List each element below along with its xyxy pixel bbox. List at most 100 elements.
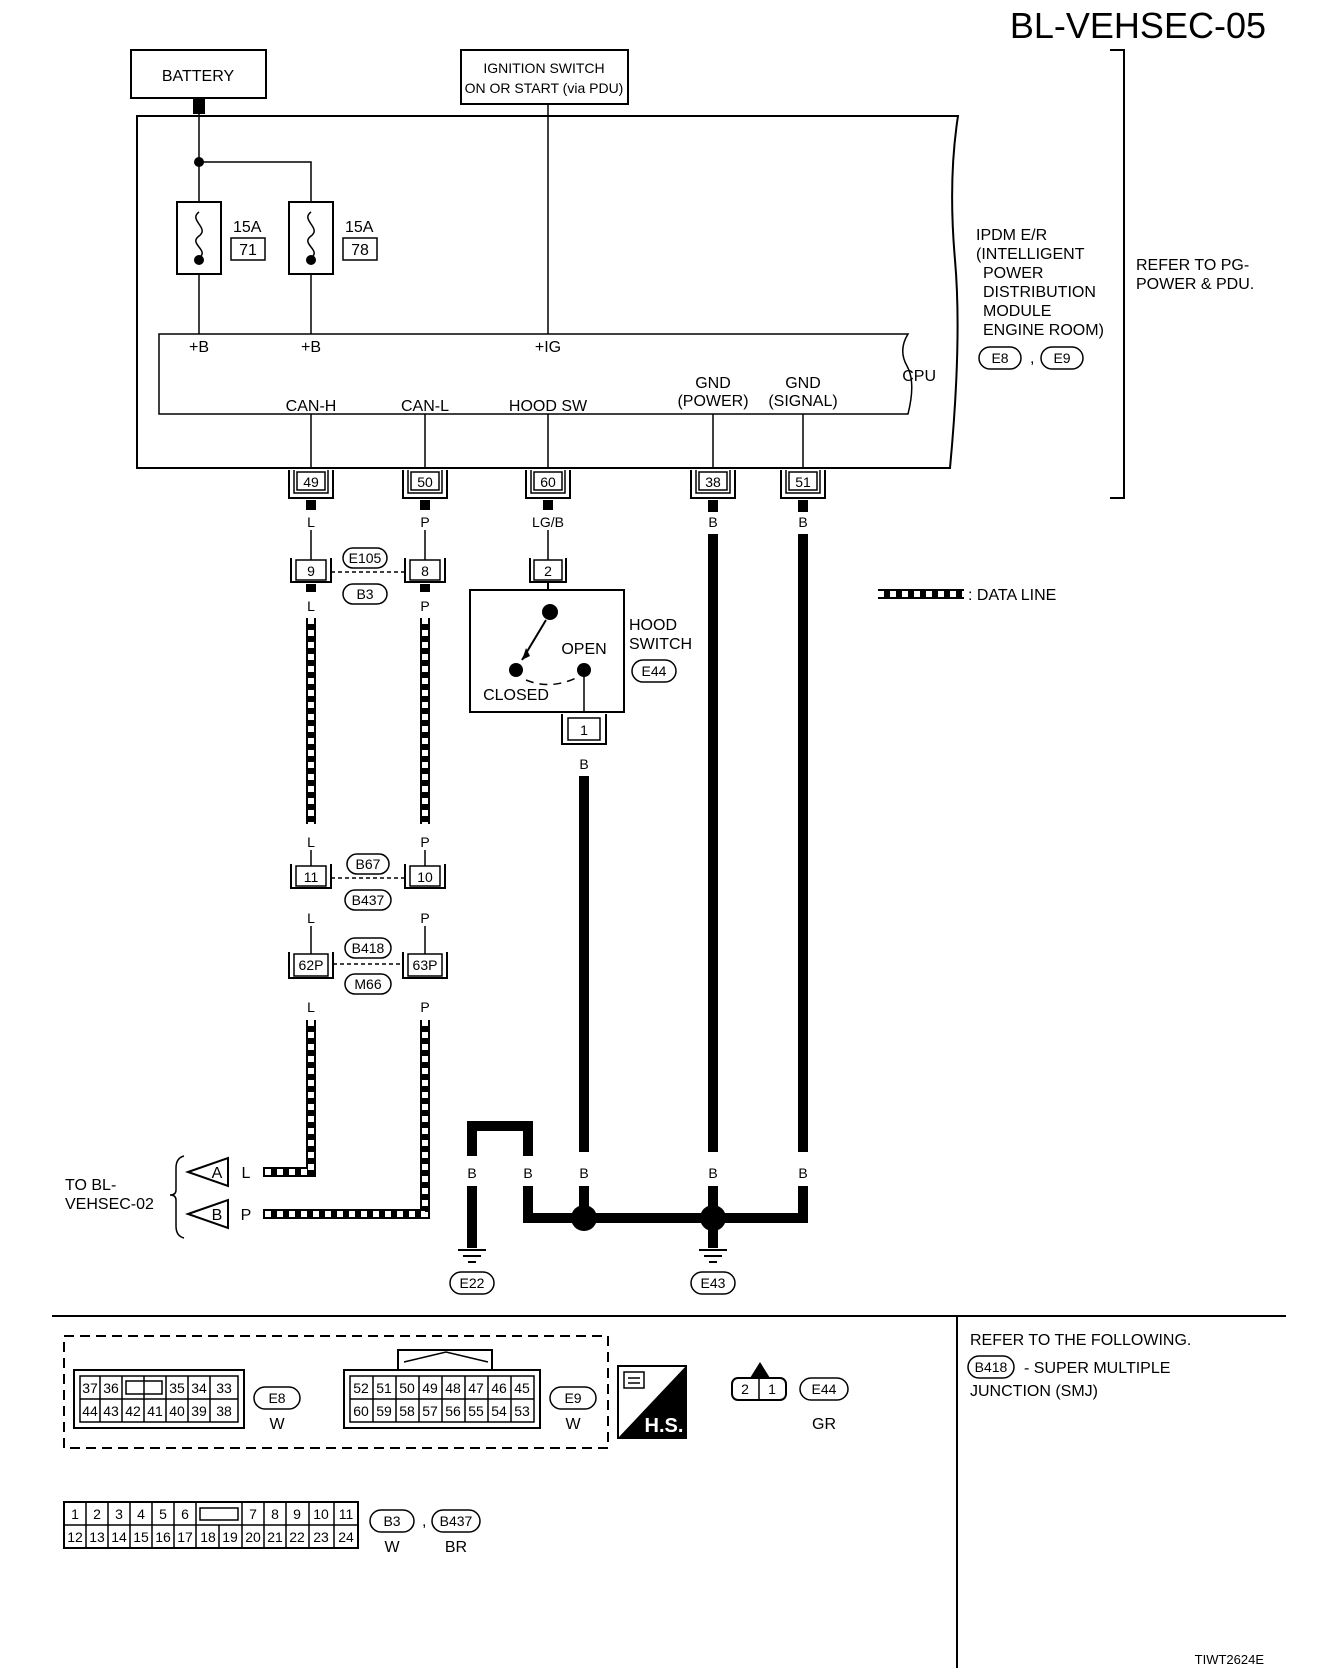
- wire-color-p-6: P: [241, 1207, 252, 1224]
- hs-label: H.S.: [645, 1415, 684, 1437]
- to-ref-arrow-b: B: [184, 1198, 229, 1230]
- can-h-stub-2: [306, 584, 316, 592]
- b3-pin-1: 1: [71, 1506, 79, 1522]
- ipdm-connector-e8-badge: [978, 346, 1022, 370]
- refer-pg-line2: POWER & PDU.: [1136, 276, 1254, 293]
- pin-60: 60: [525, 470, 571, 499]
- cpu-box: [158, 333, 913, 415]
- battery-terminal: [193, 98, 205, 114]
- pin-50-label: 50: [417, 474, 433, 490]
- ground-e43-label: E43: [701, 1275, 726, 1291]
- hood-switch-label-1: HOOD: [629, 617, 677, 634]
- e8-pin-40: 40: [169, 1403, 185, 1419]
- inline-3-bottom: M66: [354, 976, 381, 992]
- hood-pin-bottom: 1: [580, 722, 588, 738]
- cpu-gnd-signal-1: GND: [785, 375, 821, 392]
- refer-bracket: [1110, 49, 1125, 499]
- e22-ground-loop: [467, 1121, 533, 1156]
- pin-38-label: 38: [705, 474, 721, 490]
- inline-2-bottom: B437: [352, 892, 385, 908]
- b437-name: B437: [440, 1513, 473, 1529]
- fuse-71-number: 71: [239, 242, 257, 259]
- connector-e8: 37 36 35 34 33 44 43 42 41 40 39 38 E8 W: [73, 1369, 301, 1433]
- wire-color-p-1: P: [420, 514, 429, 530]
- wire-color-p-3: P: [420, 834, 429, 850]
- e9-pin-47: 47: [468, 1380, 484, 1396]
- wire-color-b-e22-1: B: [467, 1165, 476, 1181]
- wire-color-p-2: P: [420, 598, 429, 614]
- wire-color-l-5: L: [307, 999, 315, 1015]
- b437-color: BR: [445, 1539, 467, 1556]
- inline-connector-e105-b3: 9 8 E105 B3: [290, 547, 446, 605]
- e9-pin-56: 56: [445, 1403, 461, 1419]
- battery-feed-wire: [198, 114, 312, 202]
- connector-e44: 2 1 E44 GR: [731, 1362, 849, 1433]
- inline-connector-b418-m66: 62P 63P B418 M66: [288, 937, 448, 995]
- ground-splice-2: [700, 1205, 726, 1231]
- pin-60-label: 60: [540, 474, 556, 490]
- e8-pin-38: 38: [216, 1403, 232, 1419]
- fuse-78-number: 78: [351, 242, 369, 259]
- e9-pin-46: 46: [491, 1380, 507, 1396]
- smj-line2: JUNCTION (SMJ): [970, 1383, 1098, 1400]
- b3-pin-6: 6: [181, 1506, 189, 1522]
- e8-pin-44: 44: [82, 1403, 98, 1419]
- to-ref-brace: [169, 1155, 185, 1239]
- b3-pin-13: 13: [89, 1529, 105, 1545]
- e9-color: W: [565, 1416, 581, 1433]
- b3-pin-2: 2: [93, 1506, 101, 1522]
- hood-wire-stub: [543, 500, 553, 510]
- e9-pin-58: 58: [399, 1403, 415, 1419]
- b3-pin-16: 16: [155, 1529, 171, 1545]
- inline-connector-b67-b437: 11 10 B67 B437: [290, 853, 446, 911]
- inline-2-right-pin: 10: [417, 869, 433, 885]
- ipdm-label-line2: (INTELLIGENT: [976, 246, 1085, 263]
- e8-pin-36: 36: [103, 1380, 119, 1396]
- can-h-stub: [306, 500, 316, 510]
- wire-color-b-e22-2: B: [523, 1165, 532, 1181]
- refer-following: REFER TO THE FOLLOWING.: [970, 1332, 1191, 1349]
- inline-1-right-pin: 8: [421, 563, 429, 579]
- to-ref-line1: TO BL-: [65, 1177, 116, 1194]
- data-line-can-l-2: [263, 1020, 430, 1219]
- e44-pin-1: 1: [768, 1381, 776, 1397]
- battery-splice: [194, 157, 204, 167]
- cpu-plus-ig: +IG: [535, 339, 561, 356]
- ipdm-connector-e8: E8: [991, 350, 1008, 366]
- ignition-line1: IGNITION SWITCH: [483, 60, 604, 76]
- to-ref-a: A: [212, 1165, 223, 1182]
- fuse-to-cpu-wires: [198, 274, 312, 334]
- e8-pin-43: 43: [103, 1403, 119, 1419]
- b3-pin-15: 15: [133, 1529, 149, 1545]
- can-l-stub: [420, 500, 430, 510]
- inline-2-leads: [310, 850, 426, 866]
- wire-color-b-hood: B: [579, 756, 588, 772]
- fuse-78: 15A 78: [288, 201, 378, 275]
- ground-e22-label: E22: [460, 1275, 485, 1291]
- inline-1-left-pin: 9: [307, 563, 315, 579]
- e9-pin-55: 55: [468, 1403, 484, 1419]
- b3-pin-18: 18: [200, 1529, 216, 1545]
- e9-pin-57: 57: [422, 1403, 438, 1419]
- e9-pin-49: 49: [422, 1380, 438, 1396]
- inline-3-left-pin: 62P: [299, 957, 324, 973]
- to-ref-arrow-a: A: [184, 1156, 229, 1188]
- e9-pin-48: 48: [445, 1380, 461, 1396]
- inline-3-top: B418: [352, 940, 385, 956]
- inline-2-left-pin: 11: [304, 869, 319, 885]
- e8-color: W: [269, 1416, 285, 1433]
- hood-switch-common: [542, 604, 558, 620]
- wire-color-b-51: B: [798, 514, 807, 530]
- connector-e9: 52 51 50 49 48 47 46 45 60 59 58 57 56 5…: [343, 1349, 597, 1433]
- cpu-gnd-power-2: (POWER): [677, 393, 748, 410]
- hs-badge: H.S.: [617, 1365, 687, 1439]
- e8-pin-42: 42: [125, 1403, 141, 1419]
- legend-data-line: : DATA LINE: [968, 587, 1056, 604]
- wire-color-b-hood-2: B: [579, 1165, 588, 1181]
- e9-pin-51: 51: [376, 1380, 392, 1396]
- b3-pin-14: 14: [111, 1529, 127, 1545]
- pin-49-label: 49: [303, 474, 319, 490]
- can-l-stub-2: [420, 584, 430, 592]
- hood-switch-arrow: [522, 648, 530, 660]
- wire-color-l-4: L: [307, 910, 315, 926]
